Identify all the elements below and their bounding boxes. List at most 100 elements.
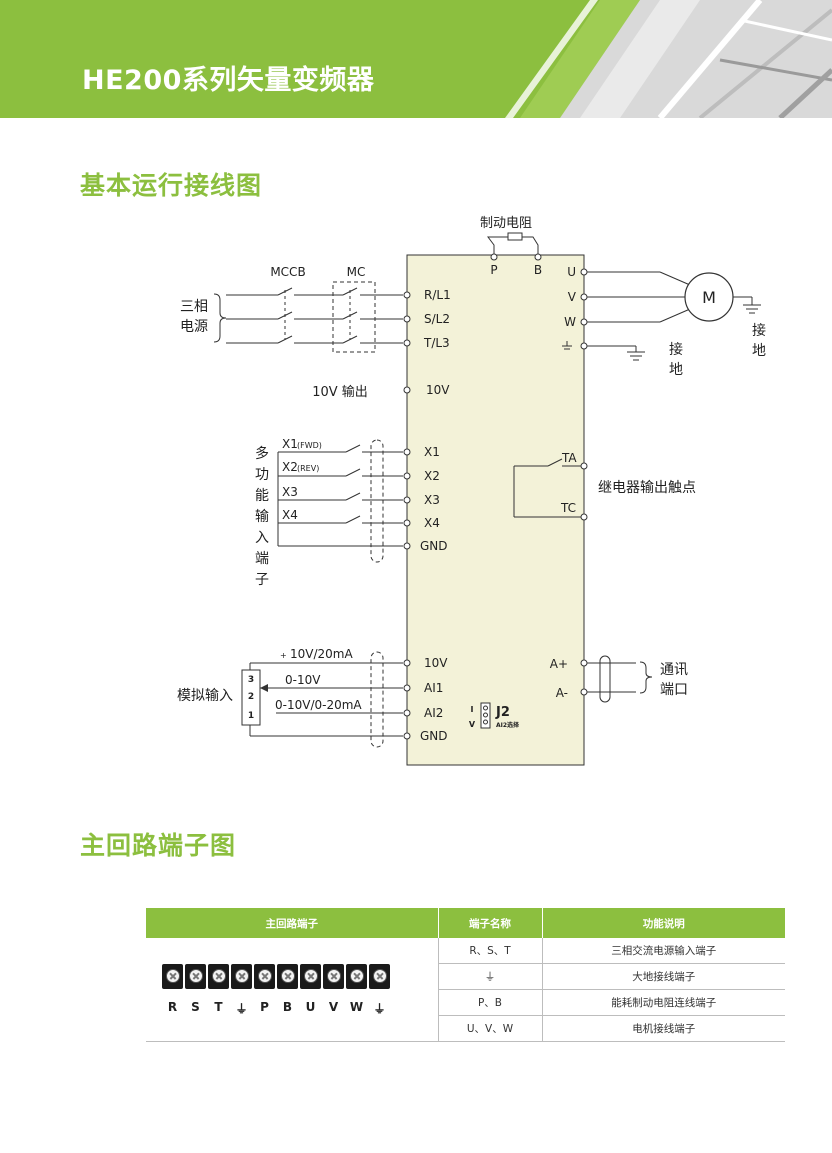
inverter-ground-label-1: 接 — [669, 341, 683, 358]
mccb-label: MCCB — [270, 265, 305, 279]
page-title: HE200系列矢量变频器 — [82, 65, 375, 96]
strip-label: R — [167, 999, 178, 1014]
motor-ground-label-1: 接 — [752, 322, 766, 339]
inverter-ground-label-2: 地 — [669, 362, 683, 378]
analog-shield — [370, 651, 384, 748]
analog-10v-label: 10V/20mA — [290, 647, 353, 661]
strip-label: W — [349, 999, 364, 1014]
jumper-v-label: V — [469, 720, 476, 729]
x1-sublabel: (FWD) — [297, 441, 322, 450]
jumper-note: AI2选择 — [496, 721, 520, 729]
strip-label: V — [328, 999, 339, 1014]
multi-input-char: 输 — [255, 509, 269, 525]
strip-label: ⏚ — [235, 1001, 248, 1016]
terminal-block — [208, 963, 229, 989]
terminal-r-l1: R/L1 — [424, 288, 451, 302]
x2-sublabel: (REV) — [297, 464, 319, 473]
terminal-a-minus: A- — [556, 686, 568, 700]
terminal-s-l2: S/L2 — [424, 312, 450, 326]
pot-pin-1: 1 — [248, 711, 254, 721]
x2-label: X2 — [282, 460, 298, 474]
terminal-block — [162, 963, 183, 989]
terminal-block — [346, 963, 367, 989]
terminal-gnd-top: GND — [420, 539, 448, 553]
terminal-block — [277, 963, 298, 989]
table-row: U、V、W 电机接线端子 — [146, 1015, 785, 1042]
comm-port-label-1: 通讯 — [660, 662, 688, 678]
inverter-body — [406, 254, 585, 766]
table-row: R S T ⏚ P B U V W ⏚ R、S、T 三相交流电源输入端子 — [146, 938, 785, 1042]
strip-label: S — [191, 999, 200, 1014]
multi-input-char: 端 — [255, 551, 269, 567]
comm-shield — [599, 655, 611, 703]
pot-pin-2: 2 — [248, 692, 254, 702]
brake-resistor-label: 制动电阻 — [480, 216, 532, 231]
brake-b-label: B — [534, 263, 542, 277]
table-row: P、B 能耗制动电阻连线端子 — [146, 989, 785, 1016]
terminal-name-cell: R、S、T — [437, 938, 542, 964]
terminal-strip-icon: R S T ⏚ P B U V W ⏚ — [146, 940, 436, 1040]
terminal-function-cell: 电机接线端子 — [541, 1015, 785, 1042]
analog-input-label: 模拟输入 — [177, 688, 233, 704]
input-shield — [370, 439, 384, 563]
terminal-name-cell: ⏚ — [437, 963, 542, 990]
wiring-diagram: 制动电阻 P B 三相 电源 MCCB MC R/L1 S/L2 T/L3 U … — [177, 216, 766, 766]
terminal-function-cell: 三相交流电源输入端子 — [541, 938, 785, 964]
multi-input-char: 功 — [255, 467, 269, 483]
strip-label: ⏚ — [373, 1001, 386, 1016]
terminal-x1: X1 — [424, 445, 440, 459]
mc-dashed-box — [332, 281, 376, 353]
motor-ground-label-2: 地 — [752, 343, 766, 359]
terminal-block — [254, 963, 275, 989]
terminal-block — [231, 963, 252, 989]
terminal-tc: TC — [560, 501, 576, 515]
terminal-w: W — [564, 315, 576, 329]
x3-label: X3 — [282, 485, 298, 499]
terminal-gnd-bottom: GND — [420, 729, 448, 743]
multi-input-char: 入 — [255, 530, 269, 546]
strip-label: B — [282, 999, 293, 1014]
terminal-block — [323, 963, 344, 989]
terminal-ta: TA — [561, 451, 577, 465]
main-circuit-section-title: 主回路端子图 — [80, 831, 237, 860]
table-header-terminals: 主回路端子 — [146, 908, 439, 938]
brake-resistor-icon — [507, 232, 523, 241]
plus-sign: + — [280, 651, 287, 660]
terminal-10v-bottom: 10V — [424, 656, 448, 670]
multi-input-char: 能 — [255, 488, 269, 504]
wiring-section-title: 基本运行接线图 — [80, 171, 263, 200]
terminal-x3: X3 — [424, 493, 440, 507]
motor-icon — [684, 272, 734, 322]
analog-0-10v-label: 0-10V — [285, 673, 321, 687]
table-header-name: 端子名称 — [438, 908, 543, 938]
terminal-x2: X2 — [424, 469, 440, 483]
strip-label: P — [260, 999, 269, 1014]
terminal-strip-cell: R S T ⏚ P B U V W ⏚ — [146, 938, 438, 1042]
main-circuit-terminal-table: 主回路端子 端子名称 功能说明 — [146, 908, 785, 1042]
terminal-function-cell: 大地接线端子 — [541, 963, 785, 990]
jumper-icon — [480, 702, 491, 729]
header-decoration — [505, 0, 832, 118]
multi-input-char: 子 — [255, 572, 269, 588]
x4-label: X4 — [282, 508, 298, 522]
terminal-function-cell: 能耗制动电阻连线端子 — [541, 989, 785, 1016]
multi-input-label: 多 功 能 输 入 端 子 — [255, 445, 269, 588]
terminal-name-cell: U、V、W — [437, 1015, 542, 1042]
jumper-label: J2 — [495, 705, 510, 720]
x1-label: X1 — [282, 437, 298, 451]
terminal-v: V — [568, 290, 577, 304]
jumper-i-label: I — [471, 705, 474, 714]
terminal-name-cell: P、B — [437, 989, 542, 1016]
brake-p-label: P — [490, 263, 497, 277]
strip-label: T — [214, 999, 223, 1014]
terminal-u: U — [567, 265, 576, 279]
three-phase-label-2: 电源 — [180, 319, 208, 335]
terminal-a-plus: A+ — [550, 657, 568, 671]
output-10v-label: 10V 输出 — [312, 384, 368, 400]
potentiometer-icon — [241, 669, 261, 726]
mc-label: MC — [347, 265, 366, 279]
terminal-t-l3: T/L3 — [423, 336, 450, 350]
terminal-ai1: AI1 — [424, 681, 443, 695]
pot-pin-3: 3 — [248, 675, 254, 685]
analog-0-10v-20ma-label: 0-10V/0-20mA — [275, 698, 362, 712]
